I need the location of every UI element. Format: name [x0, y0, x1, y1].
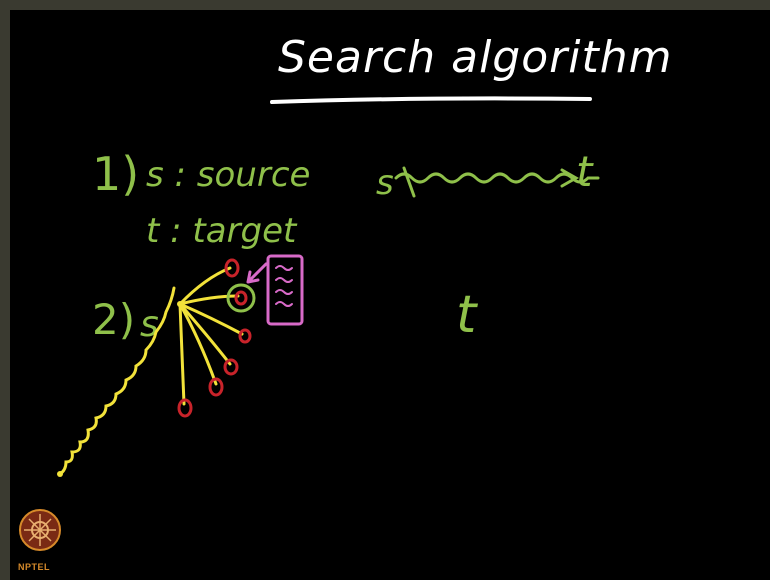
- diagram-t-label: t: [576, 147, 594, 196]
- nptel-logo-icon: [19, 509, 61, 551]
- point2-number: 2): [92, 295, 135, 344]
- diagram-s-label: s: [376, 163, 394, 203]
- pink-pointer: [246, 262, 268, 284]
- frame-top-edge: [0, 0, 770, 10]
- wavy-path-to-source: [58, 286, 176, 476]
- point1-number: 1): [92, 147, 139, 201]
- title-text: Search algorithm: [278, 32, 672, 83]
- point2-node-label: s: [140, 304, 159, 345]
- title-underline: [270, 96, 592, 104]
- point1-target-line: t : target: [146, 211, 298, 251]
- document-lines: [275, 265, 293, 307]
- nptel-logo-label: NPTEL: [18, 562, 51, 572]
- path-end-dot: [57, 471, 63, 477]
- highlighted-node-ring: [226, 283, 256, 313]
- blackboard: [10, 10, 770, 580]
- wavy-arrow: [394, 172, 600, 184]
- arrow-head: [560, 168, 580, 188]
- arrow-start-mark: [402, 166, 416, 198]
- neighbor-nodes: [177, 258, 252, 418]
- far-target-label: t: [456, 285, 478, 345]
- document-icon: [266, 254, 304, 326]
- source-dot: [177, 301, 183, 307]
- point1-source-line: s : source: [146, 155, 310, 195]
- frame-left-edge: [0, 0, 10, 580]
